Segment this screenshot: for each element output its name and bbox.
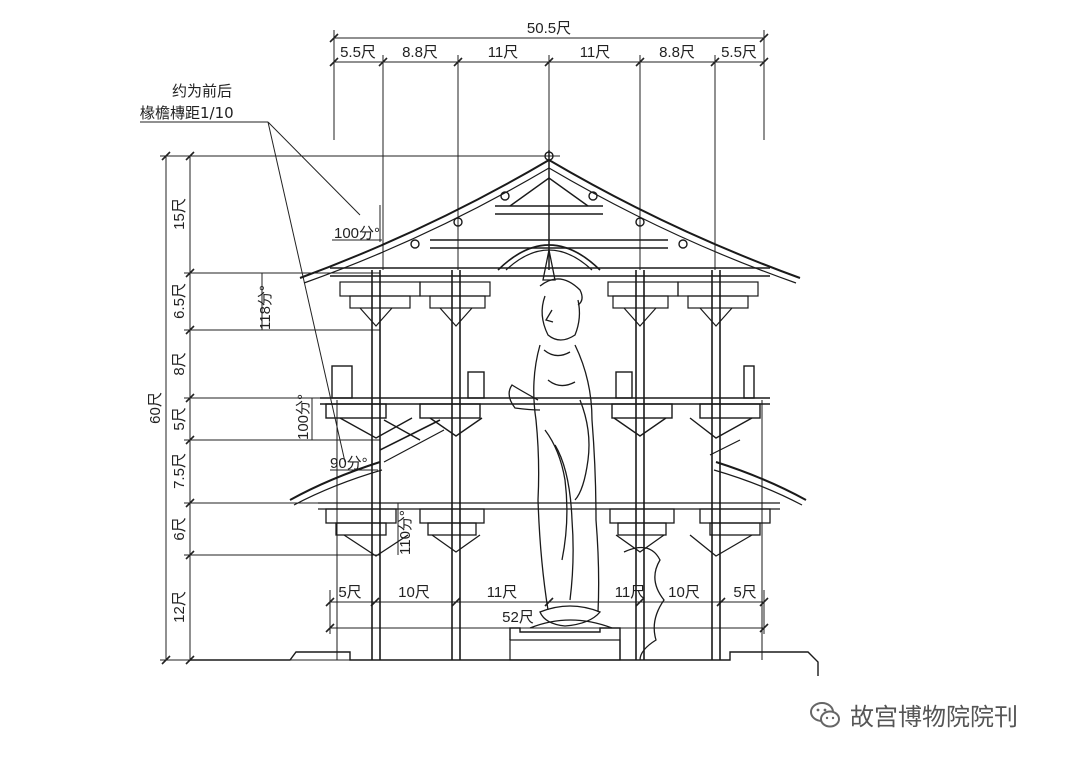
- wechat-icon: [810, 701, 840, 727]
- top-dim-4: 11尺: [580, 44, 611, 61]
- guanyin-statue: [508, 249, 613, 629]
- left-dim-5: 7.5尺: [171, 453, 188, 489]
- bottom-dimension-chain: [325, 590, 769, 634]
- left-dim-1: 15尺: [171, 198, 188, 230]
- top-dim-3: 11尺: [488, 44, 519, 61]
- top-total-dimension: 50.5尺: [527, 20, 571, 37]
- left-dim-6: 6尺: [171, 517, 188, 540]
- left-dim-4: 5尺: [171, 407, 188, 430]
- angle-label-4: 90分°: [330, 455, 368, 472]
- bottom-dim-4: 11尺: [615, 584, 646, 601]
- left-dim-7: 12尺: [171, 591, 188, 623]
- bottom-dim-1: 5尺: [338, 584, 361, 601]
- top-dim-5: 8.8尺: [659, 44, 695, 61]
- building-structure: [190, 150, 819, 676]
- bottom-dim-5: 10尺: [668, 584, 700, 601]
- left-total-dimension: 60尺: [147, 392, 164, 424]
- angle-label-3: 100分°: [295, 394, 312, 440]
- note-line-2: 椽檐槫距1/10: [140, 104, 234, 122]
- top-dim-2: 8.8尺: [402, 44, 438, 61]
- bottom-dim-2: 10尺: [398, 584, 430, 601]
- bottom-dim-3: 11尺: [487, 584, 518, 601]
- bottom-dim-6: 5尺: [733, 584, 756, 601]
- left-dimension-chain: [160, 151, 560, 665]
- watermark-text: 故宫博物院院刊: [850, 703, 1018, 731]
- top-dimension-chain: [329, 30, 769, 270]
- angle-label-5: 110分°: [397, 510, 414, 555]
- note-leader-lines: [140, 121, 361, 463]
- watermark: 故宫博物院院刊: [808, 697, 1018, 732]
- angle-label-2: 118分°: [257, 285, 274, 330]
- top-dim-1: 5.5尺: [340, 44, 376, 61]
- top-dim-6: 5.5尺: [721, 44, 757, 61]
- bottom-total-dimension: 52尺: [502, 609, 534, 626]
- left-dim-2: 6.5尺: [171, 283, 188, 319]
- angle-label-1: 100分°: [334, 225, 380, 242]
- note-line-1: 约为前后: [172, 82, 232, 100]
- angle-markers: [261, 205, 399, 555]
- left-dim-3: 8尺: [171, 352, 188, 375]
